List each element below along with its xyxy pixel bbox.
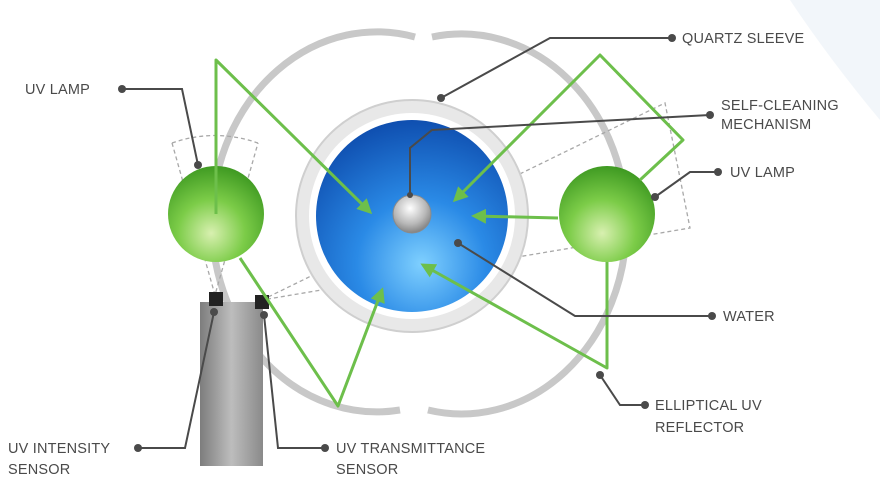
sensor-housing (200, 302, 263, 466)
label-uv-lamp-right: UV LAMP (730, 165, 795, 181)
label-self-cleaning-2: MECHANISM (721, 117, 811, 133)
background-shape (790, 0, 880, 120)
label-uv-lamp-left: UV LAMP (25, 82, 90, 98)
label-intensity-2: SENSOR (8, 462, 70, 478)
label-transmittance-1: UV TRANSMITTANCE (336, 441, 485, 457)
label-self-cleaning-1: SELF-CLEANING (721, 98, 839, 114)
uv-lamp-right (559, 166, 655, 262)
label-intensity-1: UV INTENSITY (8, 441, 110, 457)
self-cleaning-mechanism (392, 194, 432, 234)
label-transmittance-2: SENSOR (336, 462, 398, 478)
leader-lines (122, 37, 718, 449)
uv-rays (214, 53, 685, 408)
label-quartz-sleeve: QUARTZ SLEEVE (682, 31, 805, 47)
leader-dots (118, 34, 722, 452)
label-elliptical-2: REFLECTOR (655, 420, 744, 436)
uv-intensity-sensor (209, 292, 223, 306)
label-water: WATER (723, 309, 775, 325)
label-elliptical-1: ELLIPTICAL UV (655, 398, 762, 414)
